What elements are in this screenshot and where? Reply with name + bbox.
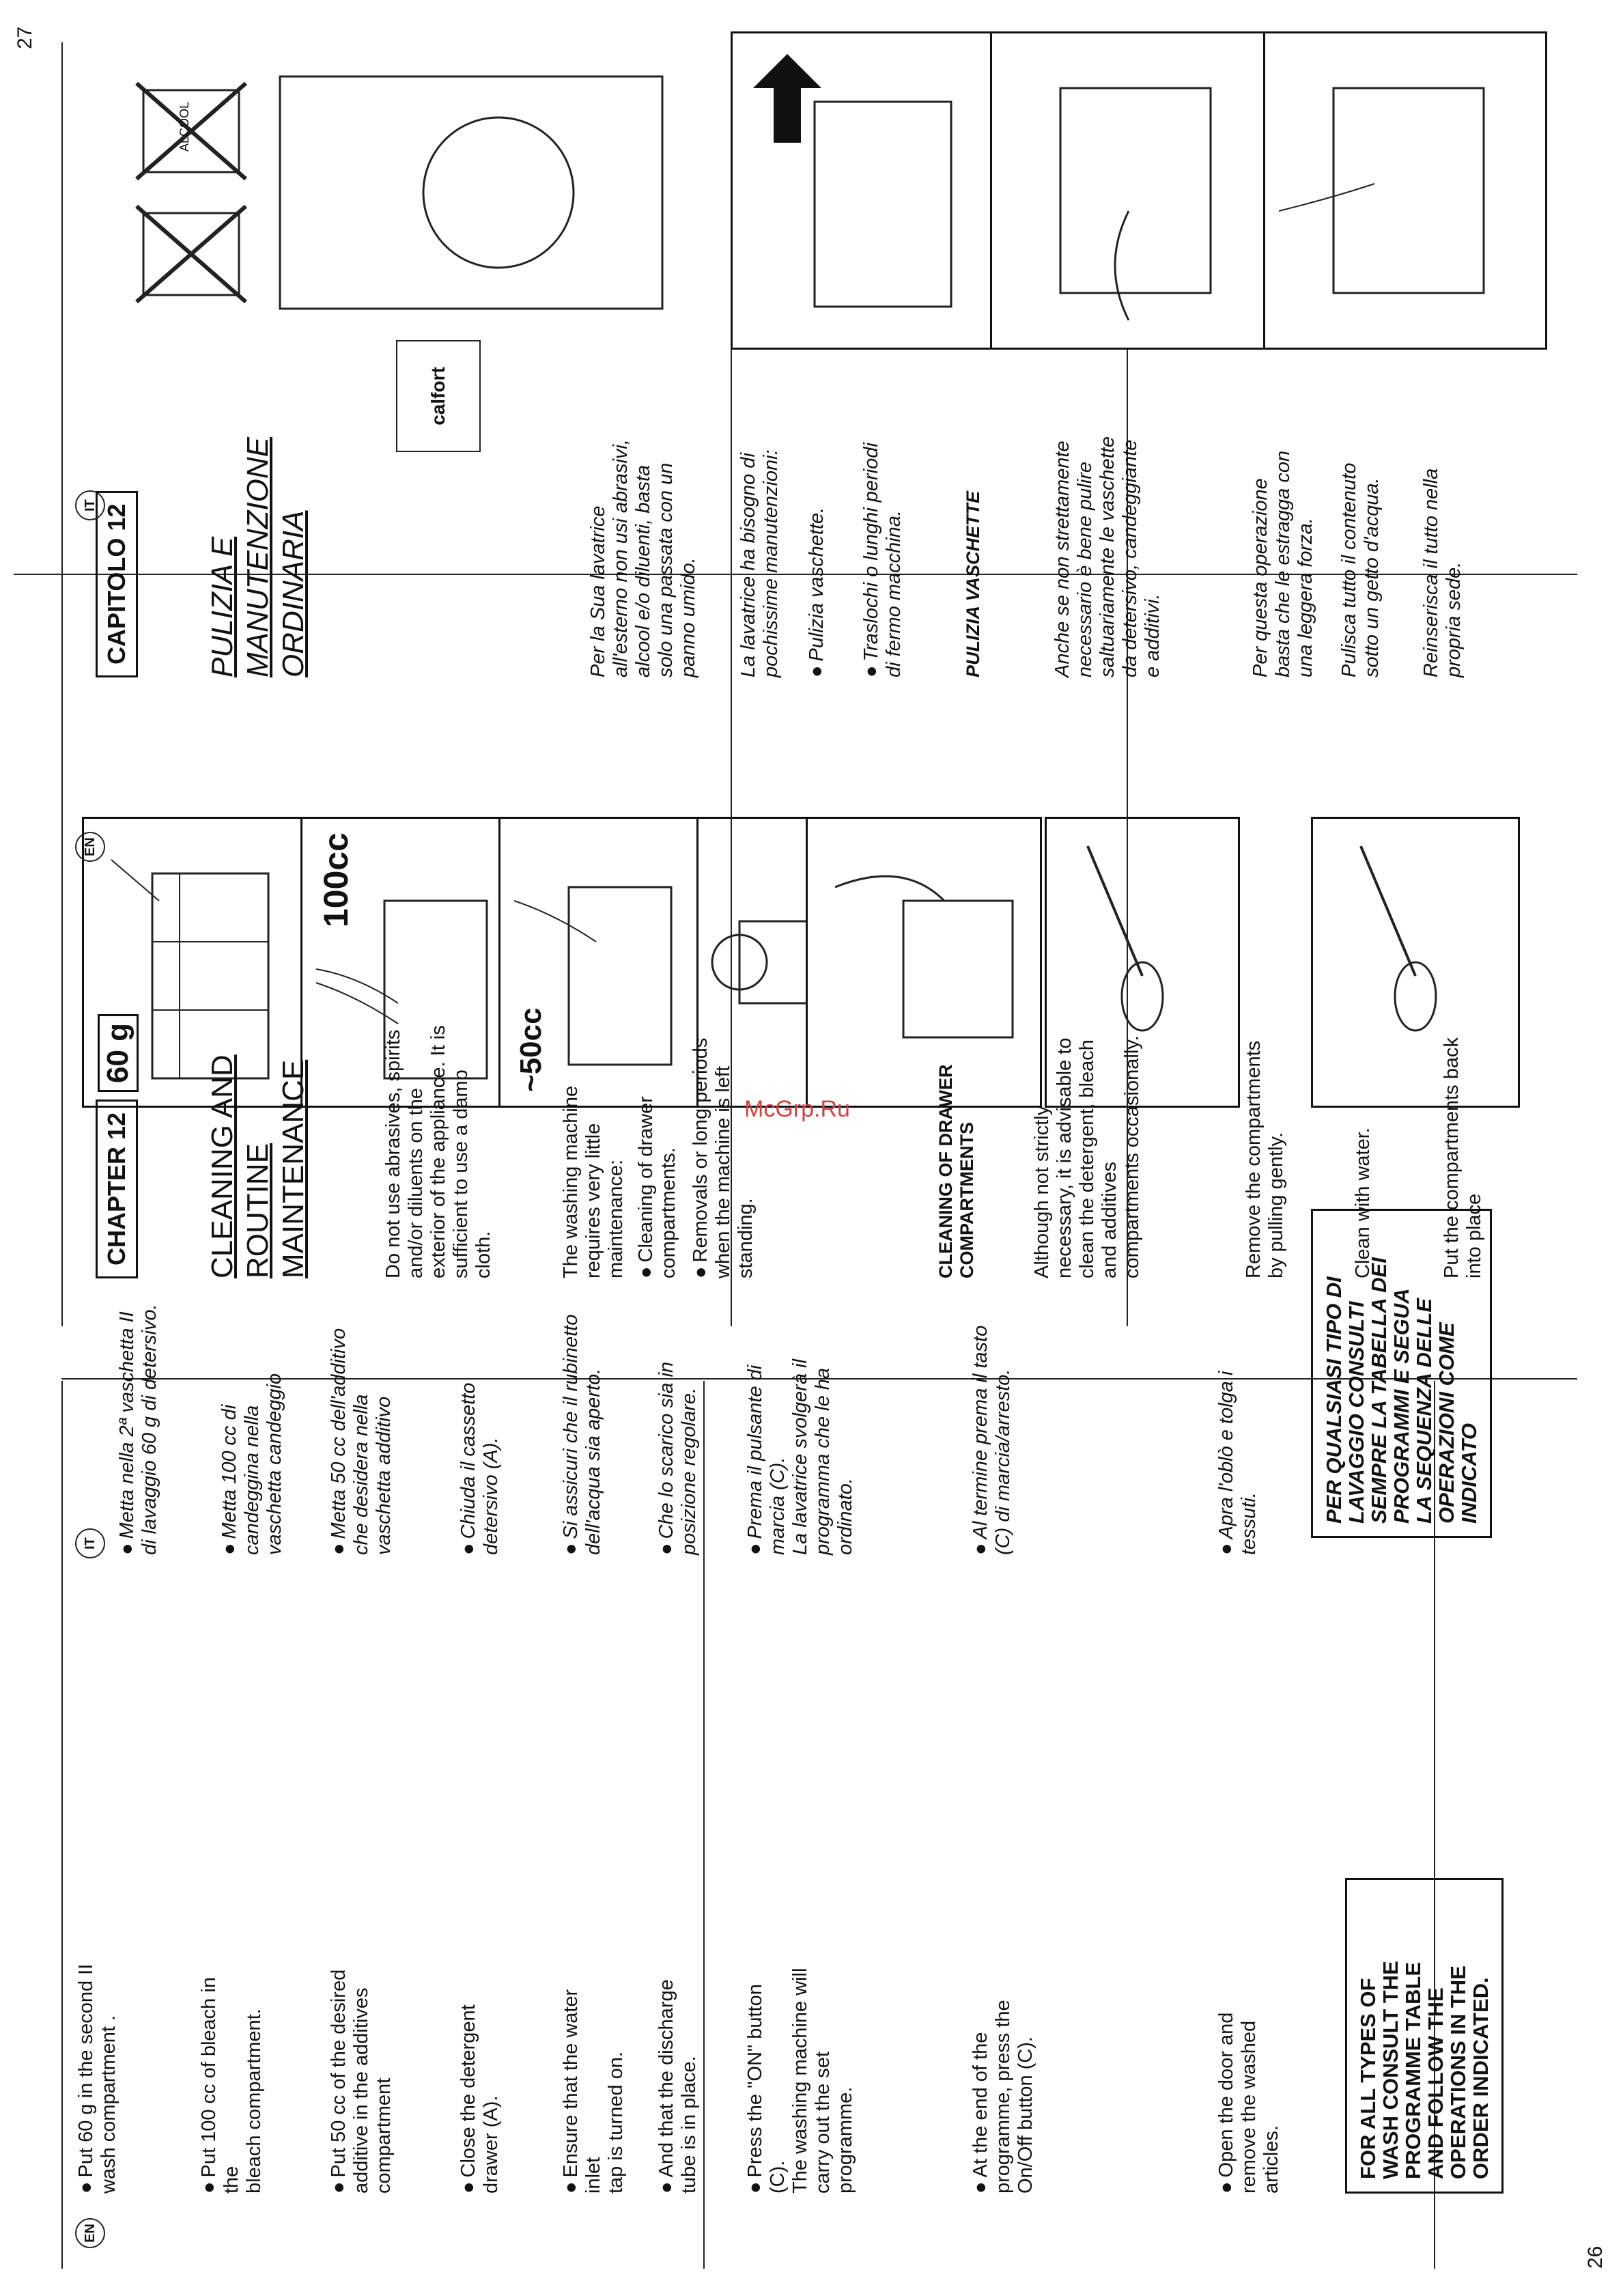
water-jet-illustration — [1278, 87, 1485, 294]
left-top-rule — [61, 1381, 63, 2269]
drawer-pull-illustration — [753, 54, 952, 308]
dose-label-50cc: ~50cc — [514, 1007, 548, 1092]
it-bullet-2: Traslochi o lunghi periodi di fermo macc… — [860, 377, 905, 677]
en-step-5: Ensure that the water inlet tap is turne… — [560, 1948, 627, 2194]
additive-pour-illustration — [513, 886, 673, 1066]
it-flag-icon: IT — [75, 1528, 105, 1558]
page-number-right: 27 — [14, 26, 36, 49]
finger-press-illustration — [1086, 845, 1164, 1032]
it-step-4: Chiuda il cassetto detersivo (A). — [457, 1241, 503, 1555]
en-title: CLEANING AND ROUTINE MAINTENANCE — [206, 1054, 310, 1278]
detergent-drawer-figure-60g: 60 g — [82, 817, 318, 1108]
it-step-5: Si assicuri che il rubinetto dell'acqua … — [560, 1241, 605, 1555]
en-chapter-box: CHAPTER 12 — [96, 1099, 138, 1278]
drawer-hands-illustration — [1059, 87, 1212, 321]
drawer-illustration — [111, 859, 270, 1080]
en-paragraph-6: Put the compartments back into place — [1441, 1037, 1485, 1278]
it-bullet-1: Pulizia vaschette. — [806, 377, 828, 677]
it-step-1: Metta nella 2ª vaschetta II di lavaggio … — [116, 1241, 161, 1555]
it-subhead: PULIZIA VASCHETTE — [963, 490, 983, 677]
dose-label-60g: 60 g — [98, 1013, 139, 1092]
rinse-drawer-figure — [1263, 31, 1547, 350]
en-step-1: Put 60 g in the second II wash compartme… — [75, 1948, 120, 2194]
it-step-8: Al termine prema il tasto (C) di marcia/… — [970, 1241, 1015, 1555]
en-paragraph-1: Do not use abrasives, spirits and/or dil… — [382, 1025, 494, 1278]
bleach-pour-illustration — [315, 899, 488, 1080]
calfort-product-image: calfort — [396, 340, 481, 452]
washing-machine-illustration — [135, 75, 664, 310]
it-step-6: Che lo scarico sia in posizione regolare… — [655, 1241, 701, 1555]
it-step-3: Metta 50 cc dell'additivo che desidera n… — [328, 1241, 395, 1555]
en-paragraph-3: Although not strictly necessary, it is a… — [1031, 1035, 1143, 1278]
it-paragraph-4: Per questa operazione basta che le estra… — [1250, 450, 1316, 677]
remove-drawer-figure — [731, 31, 994, 350]
on-button-press-figure — [1045, 817, 1240, 1108]
en-subhead: CLEANING OF DRAWER COMPARTMENTS — [935, 1064, 977, 1279]
en-step-2: Put 100 cc of bleach in the bleach compa… — [198, 1948, 266, 2194]
en-bullet-1: Cleaning of drawer compartments. — [635, 992, 680, 1278]
additive-drawer-figure-50cc: ~50cc — [498, 817, 707, 1108]
discharge-tube-figure — [806, 817, 1042, 1108]
it-paragraph-5: Pulisca tutto il contenuto sotto un gett… — [1338, 462, 1383, 677]
en-flag-icon: EN — [75, 2218, 105, 2248]
it-title: PULIZIA E MANUTENZIONE ORDINARIA — [206, 437, 310, 677]
left-middle-rule — [703, 1381, 705, 2269]
alcohol-label: ALCOOL — [178, 101, 191, 152]
en-paragraph-2: The washing machine requires very little… — [560, 1085, 627, 1278]
off-button-press-figure — [1311, 817, 1520, 1108]
en-step-7: Press the "ON" button (C). The washing m… — [744, 1948, 857, 2194]
watermark: McGrp.Ru — [744, 1096, 850, 1122]
bleach-drawer-figure-100cc: 100cc — [300, 817, 509, 1108]
it-step-2: Metta 100 cc di candeggina nella vaschet… — [218, 1241, 286, 1555]
it-paragraph-3: Anche se non strettamente necessario è b… — [1052, 436, 1163, 677]
it-paragraph-1: Per la Sua lavatrice all'esterno non usi… — [587, 439, 699, 677]
en-step-3: Put 50 cc of the desired additive in the… — [328, 1948, 395, 2194]
it-step-7: Prema il pulsante di marcia (C). La lava… — [744, 1241, 857, 1555]
en-bullet-2: Removals or long periods when the machin… — [690, 992, 757, 1278]
tube-illustration — [834, 875, 1014, 1039]
dose-label-100cc: 100cc — [317, 832, 355, 928]
clean-drawer-figure — [990, 31, 1267, 350]
it-paragraph-6: Reinserisca il tutto nella propria sede. — [1420, 468, 1465, 677]
it-paragraph-2: La lavatrice ha bisogno di pochissime ma… — [737, 449, 782, 677]
en-step-6: And that the discharge tube is in place. — [655, 1948, 701, 2194]
page-number-left: 26 — [1584, 2245, 1607, 2269]
en-warning-box: FOR ALL TYPES OF WASH CONSULT THE PROGRA… — [1345, 1878, 1504, 2194]
it-step-9: Apra l'oblò e tolga i tessuti. — [1215, 1241, 1260, 1555]
en-paragraph-5: Clean with water. — [1352, 1128, 1374, 1278]
washing-machine-figure: ALCOOL — [102, 36, 703, 350]
en-paragraph-4: Remove the compartments by pulling gentl… — [1243, 1040, 1287, 1278]
en-step-9: Open the door and remove the washed arti… — [1215, 1948, 1283, 2194]
en-step-8: At the end of the programme, press the O… — [970, 1948, 1037, 2194]
en-step-4: Close the detergent drawer (A). — [457, 1948, 503, 2194]
right-top-rule — [61, 42, 63, 1326]
it-chapter-box: CAPITOLO 12 — [96, 490, 138, 677]
finger-press-illustration-2 — [1359, 845, 1437, 1032]
en-flag-icon-right: EN — [75, 832, 105, 862]
